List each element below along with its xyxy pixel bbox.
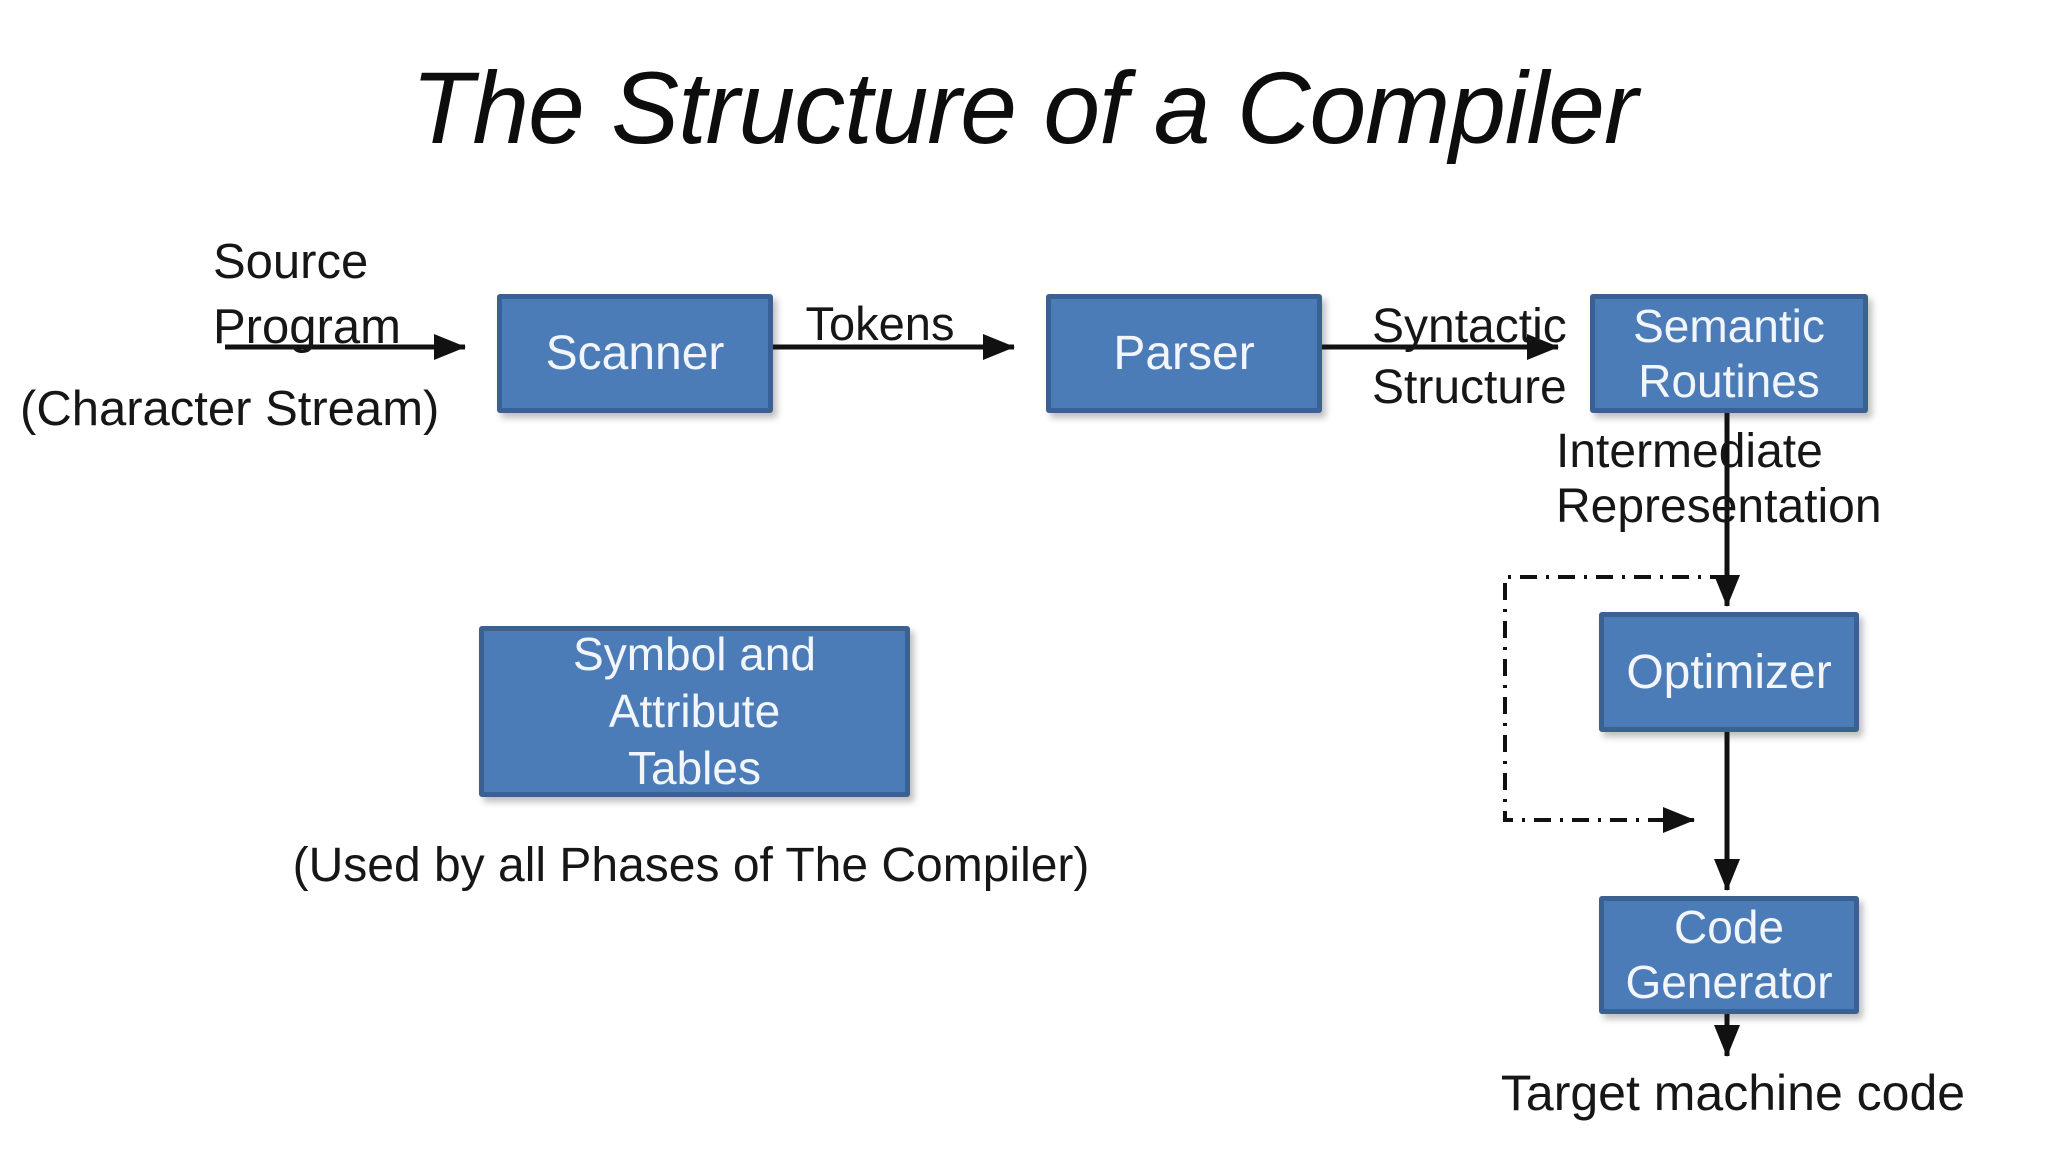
node-semantic-routines-line1: Semantic xyxy=(1633,299,1825,352)
node-code-generator-line1: Code xyxy=(1674,901,1784,953)
node-optimizer: Optimizer xyxy=(1599,612,1859,732)
label-source-program: Source Program xyxy=(213,230,401,360)
node-symbol-tables-line2: Attribute xyxy=(608,685,781,737)
node-semantic-routines-line2: Routines xyxy=(1638,354,1820,407)
node-symbol-tables-line1: Symbol and xyxy=(573,628,816,680)
label-syntactic-line2: Structure xyxy=(1372,361,1567,414)
label-symbol-table-note: (Used by all Phases of The Compiler) xyxy=(292,839,1090,892)
node-code-generator-line2: Generator xyxy=(1625,956,1833,1008)
page-title: The Structure of a Compiler xyxy=(411,51,1638,165)
node-scanner: Scanner xyxy=(497,294,773,413)
node-parser: Parser xyxy=(1046,294,1322,413)
label-intermediate-line1: Intermediate xyxy=(1556,425,1823,478)
label-intermediate-representation: Intermediate Representation xyxy=(1556,424,1882,534)
label-source-program-line2: Program xyxy=(213,300,401,354)
label-intermediate-line2: Representation xyxy=(1556,480,1882,533)
label-target-machine-code: Target machine code xyxy=(1500,1065,1966,1121)
node-symbol-tables-line3: Tables xyxy=(628,742,761,794)
label-syntactic-structure: Syntactic Structure xyxy=(1372,296,1567,418)
optimizer-bypass-dashdot-arrow xyxy=(1503,575,1727,833)
label-tokens: Tokens xyxy=(805,297,955,350)
node-code-generator: Code Generator xyxy=(1599,896,1859,1014)
node-parser-label: Parser xyxy=(1113,327,1255,380)
node-symbol-attribute-tables: Symbol and Attribute Tables xyxy=(479,626,910,797)
label-source-program-line1: Source xyxy=(213,235,369,289)
label-character-stream: (Character Stream) xyxy=(20,382,440,436)
node-scanner-label: Scanner xyxy=(545,327,725,380)
node-semantic-routines: Semantic Routines xyxy=(1590,294,1868,413)
label-syntactic-line1: Syntactic xyxy=(1372,300,1567,353)
node-optimizer-label: Optimizer xyxy=(1626,645,1832,699)
